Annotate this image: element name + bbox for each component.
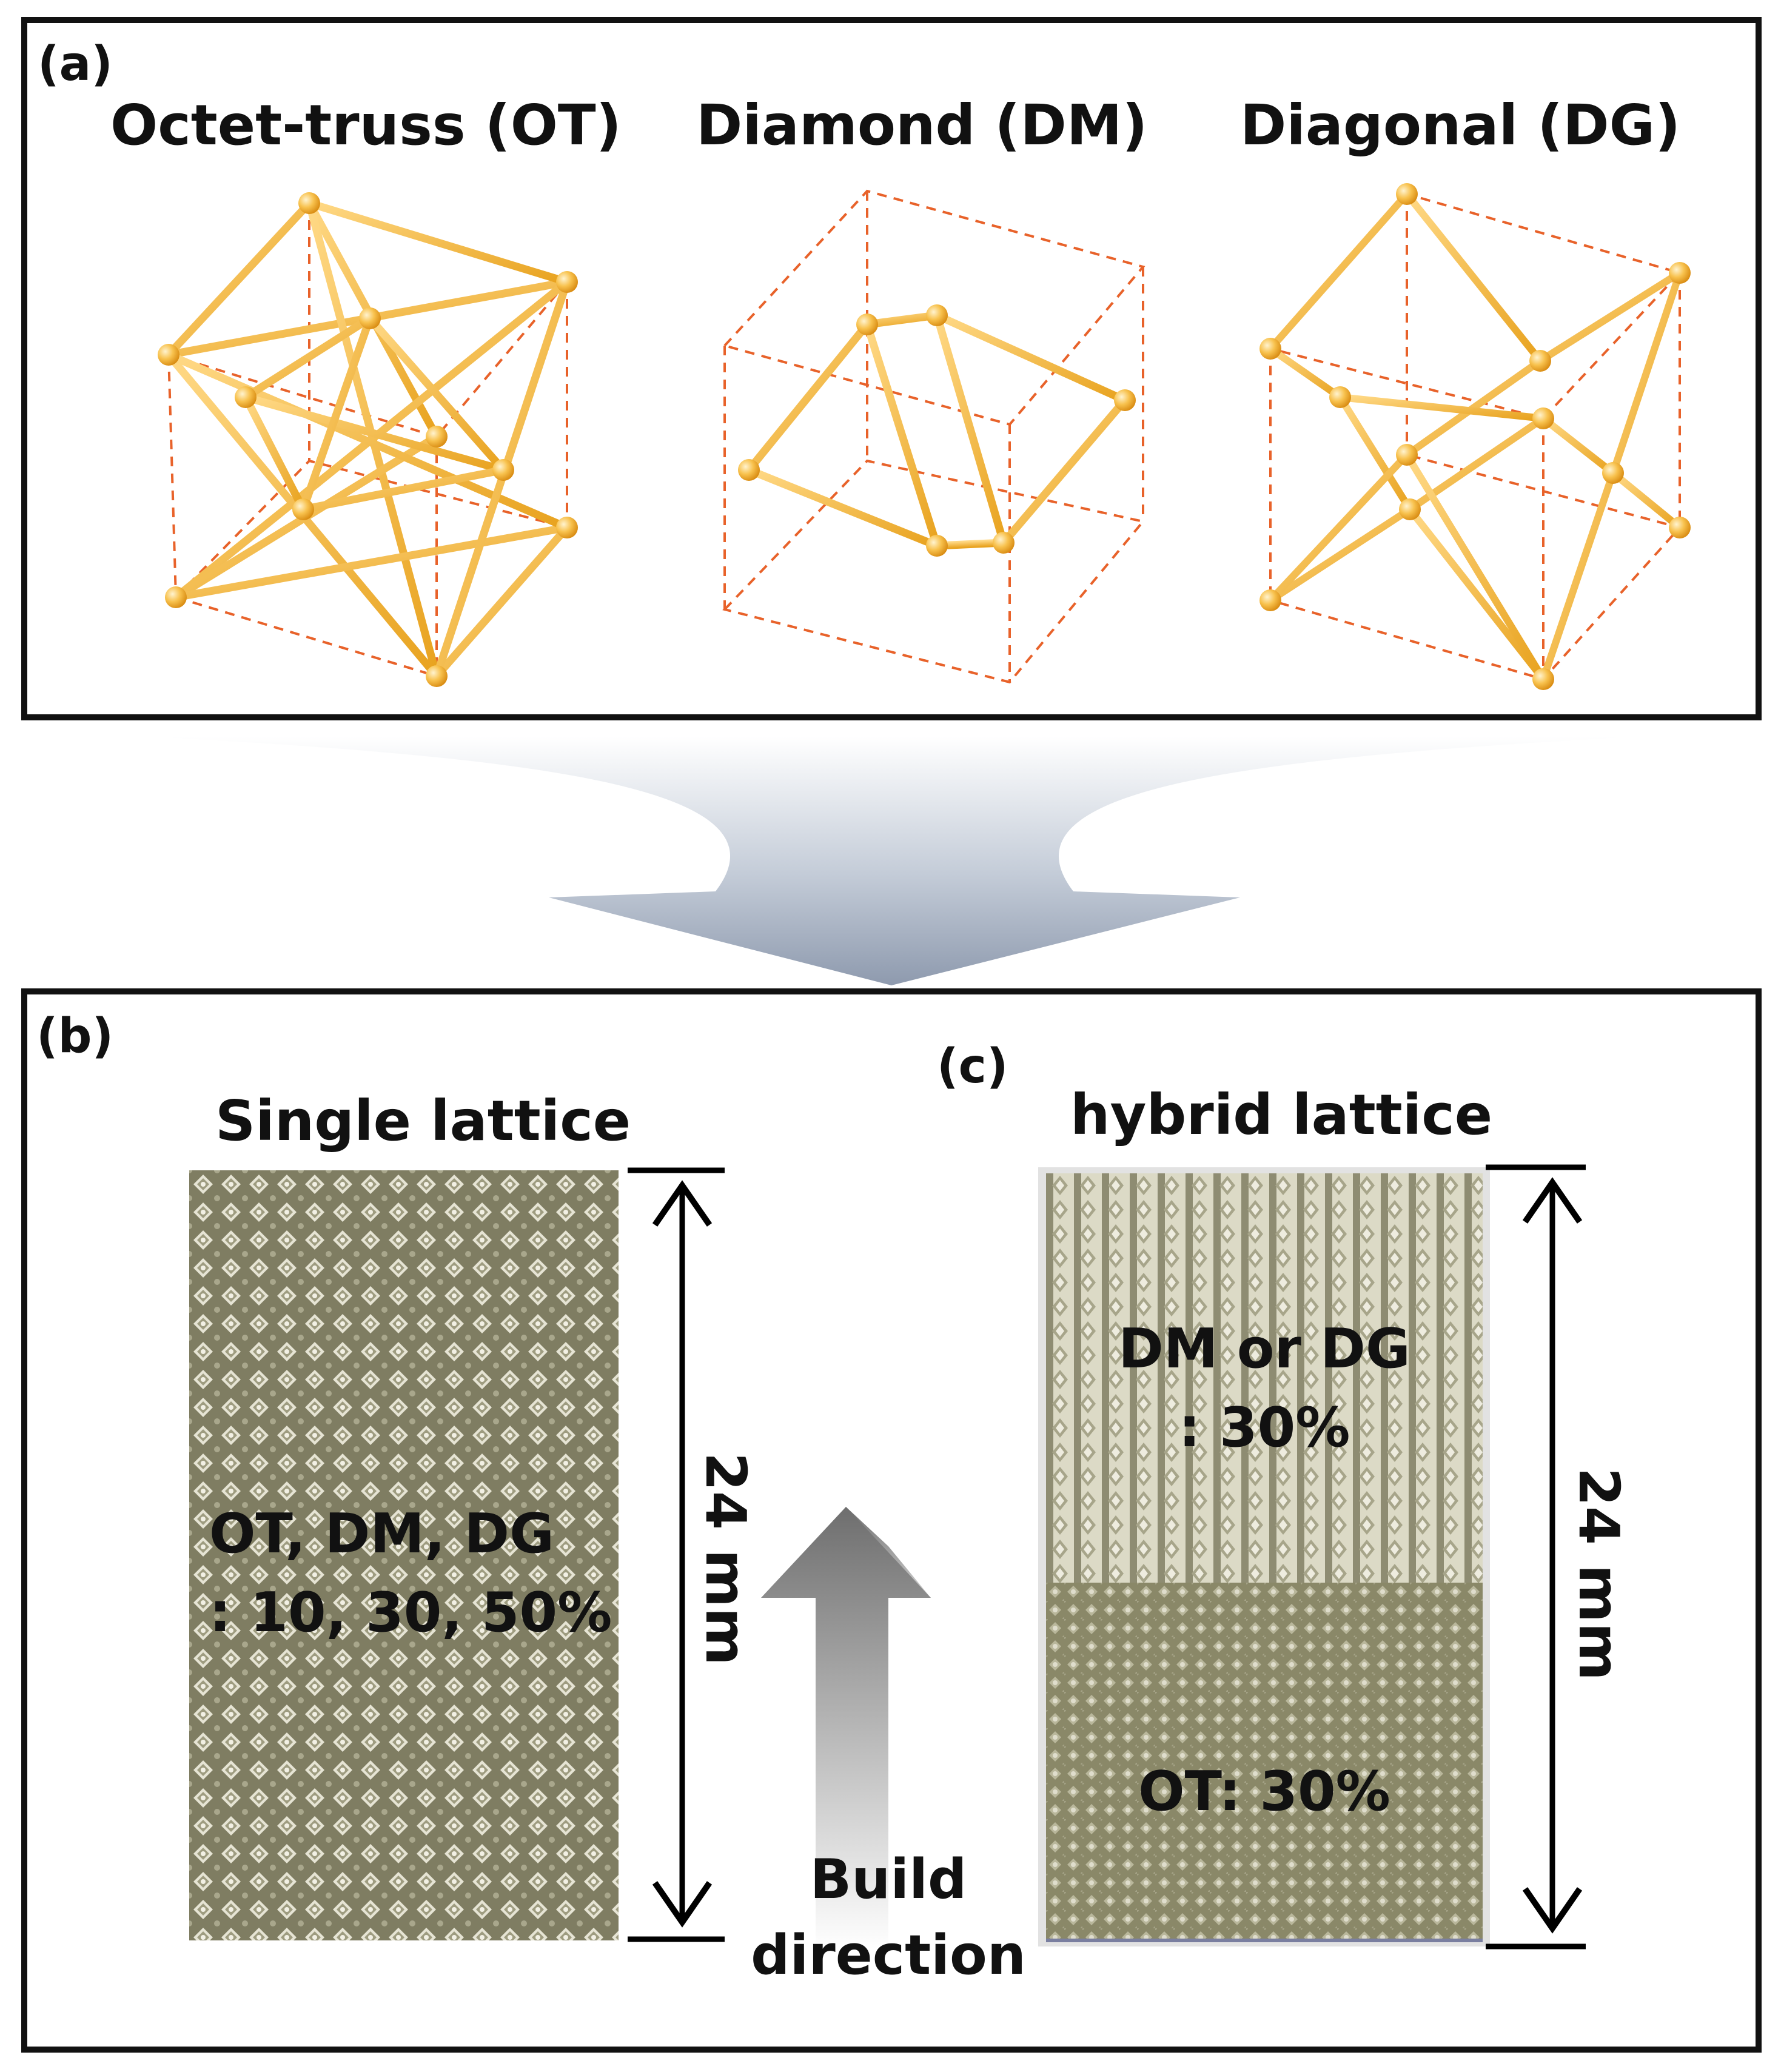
single-lattice-text-line1: OT, DM, DG: [209, 1502, 554, 1566]
single-lattice-title: Single lattice: [215, 1088, 631, 1153]
hybrid-lattice-title: hybrid lattice: [1070, 1082, 1492, 1147]
hybrid-bottom-ot-region: [1046, 1583, 1483, 1940]
diamond-struts: [745, 311, 1129, 550]
build-direction-label-line1: Build: [810, 1848, 967, 1911]
diagonal-nodes: [1259, 183, 1691, 690]
panel-a-label: (a): [38, 37, 113, 92]
build-direction: Build direction: [751, 1507, 1026, 1987]
single-lattice-dimension-label: 24 mm: [693, 1452, 758, 1666]
diagonal-struts: [1267, 190, 1683, 683]
diamond-nodes: [738, 304, 1136, 557]
octet-truss-struts: [164, 199, 571, 680]
build-direction-label-line2: direction: [751, 1923, 1026, 1987]
octet-truss-title: Octet-truss (OT): [110, 93, 622, 158]
panel-b-label: (b): [36, 1009, 113, 1064]
octet-truss-unit-cell: [158, 192, 578, 687]
panel-a-frame: [21, 17, 1762, 720]
diagonal-title: Diagonal (DG): [1240, 93, 1680, 158]
diamond-cube-edges: [722, 189, 1145, 684]
single-lattice-specimen: [189, 1170, 619, 1940]
diagonal-unit-cell: [1259, 183, 1691, 690]
hybrid-lattice-dimension-label: 24 mm: [1566, 1467, 1631, 1681]
transition-funnel-arrow: [152, 737, 1637, 985]
hybrid-top-text-line2: : 30%: [1179, 1396, 1350, 1460]
diamond-title: Diamond (DM): [696, 93, 1147, 158]
build-direction-arrow-body: [761, 1507, 931, 1950]
single-lattice-dimension: 24 mm: [628, 1167, 758, 1942]
octet-truss-nodes: [158, 192, 578, 687]
hybrid-lattice-dimension: 24 mm: [1486, 1164, 1631, 1950]
panel-c: (c) hybrid lattice DM or DG : 30% OT: 30…: [937, 1039, 1631, 1950]
panel-a: (a) Octet-truss (OT) Diamond (DM) Diagon…: [21, 17, 1762, 720]
diamond-unit-cell: [722, 189, 1145, 684]
single-lattice-text-line2: : 10, 30, 50%: [209, 1581, 612, 1645]
hybrid-top-dm-dg-region: [1046, 1173, 1483, 1583]
hybrid-bottom-text: OT: 30%: [1138, 1760, 1390, 1823]
hybrid-top-text-line1: DM or DG: [1118, 1317, 1410, 1381]
panel-c-label: (c): [937, 1039, 1008, 1094]
panel-b: (b) Single lattice OT, DM, DG : 10, 30, …: [36, 1009, 758, 1942]
